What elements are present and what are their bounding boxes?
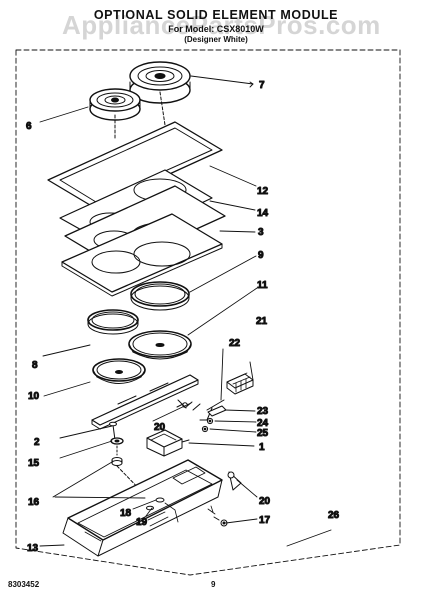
callout-8: 8 [32, 360, 38, 371]
callout-9: 9 [258, 250, 264, 261]
callout-11: 11 [257, 280, 268, 291]
callout-16: 16 [28, 497, 40, 508]
part-12-trim-frame [47, 121, 223, 209]
callout-24: 24 [257, 418, 269, 429]
dash-7-to-cooktop [159, 91, 166, 126]
callout-1: 1 [259, 442, 265, 453]
part-20-bottom-screw [207, 471, 242, 515]
part-17-screw [213, 516, 228, 527]
part-9-ring [130, 281, 190, 311]
document-number: 8303452 [8, 580, 40, 589]
module-boundary [15, 49, 401, 576]
part-8-small-ring [87, 309, 139, 335]
diagram-title: OPTIONAL SOLID ELEMENT MODULE [93, 8, 339, 22]
callout-15: 15 [28, 458, 40, 469]
callout-20-lower: 20 [259, 496, 271, 507]
callout-26: 26 [328, 510, 340, 521]
callout-22: 22 [229, 338, 241, 349]
part-25-screw [201, 425, 209, 433]
part-13-base-pan [62, 459, 223, 557]
callout-17: 17 [259, 515, 271, 526]
model-subtitle: For Model: CSX8010W [168, 24, 264, 34]
callout-13: 13 [27, 543, 39, 554]
part-20-left-screw [176, 399, 187, 409]
color-subtitle: (Designer White) [184, 35, 248, 44]
callout-25: 25 [257, 428, 269, 439]
part-2-screw [109, 421, 117, 441]
callout-10: 10 [28, 391, 40, 402]
part-1-switch-box [146, 429, 190, 457]
part-21-terminal-block [226, 372, 254, 395]
callout-2: 2 [34, 437, 40, 448]
callout-3: 3 [258, 227, 264, 238]
callout-18: 18 [120, 508, 132, 519]
leader-lines [39, 75, 332, 547]
part-small-drip-pan [92, 358, 146, 384]
part-11-drip-pan [128, 330, 192, 360]
callout-12: 12 [257, 186, 269, 197]
watermark: AppliancePartsPros.com [62, 10, 381, 40]
callout-14: 14 [257, 208, 269, 219]
part-7-large-element [129, 61, 191, 104]
callout-19: 19 [136, 517, 148, 528]
callout-23: 23 [257, 406, 269, 417]
callout-6: 6 [26, 121, 32, 132]
cooktop-lower-layer [61, 213, 223, 297]
part-15-washer [110, 437, 124, 456]
callout-20-upper: 20 [154, 422, 166, 433]
part-10-bracket [91, 374, 199, 430]
callout-7: 7 [259, 80, 265, 91]
page-number: 9 [211, 580, 216, 589]
callout-21: 21 [256, 316, 268, 327]
